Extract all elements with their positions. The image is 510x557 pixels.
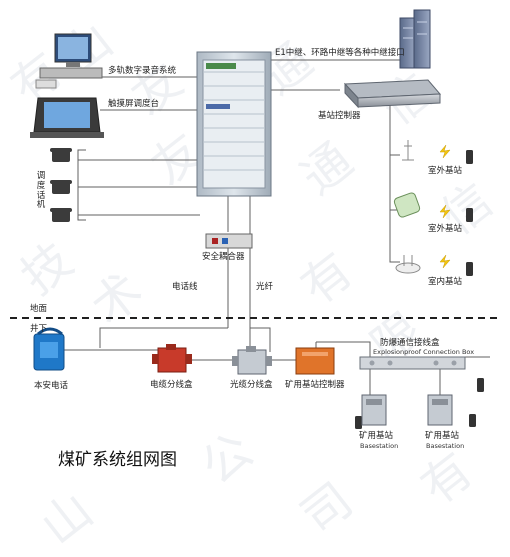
label-ground: 地面 (30, 304, 48, 314)
label-underground: 井下 (30, 324, 48, 334)
label-cable-line: 电话线 (172, 282, 198, 292)
safe-phone-device (33, 327, 65, 371)
label-dispatch-phone: 调度话机 (36, 171, 46, 211)
trunk-server-icon (399, 9, 431, 69)
label-mine-base-2-en: Basestation (426, 442, 465, 450)
label-fiber: 光纤 (256, 282, 274, 292)
signal-bolt-icons (439, 144, 451, 269)
label-cable-splitter: 电缆分线盒 (150, 380, 193, 390)
label-base-controller: 基站控制器 (318, 111, 361, 121)
label-safe-phone: 本安电话 (34, 381, 69, 391)
label-mine-base-1-en: Basestation (360, 442, 399, 450)
ground-base-stations (393, 140, 421, 274)
label-touch-console: 触摸屏调度台 (108, 99, 160, 109)
dispatch-cabinet (196, 51, 272, 197)
mine-base-controller-device (295, 347, 335, 375)
label-mine-base-1: 矿用基站 (359, 431, 394, 441)
diagram-canvas (10, 9, 500, 429)
explosion-box-device (359, 356, 466, 370)
diagram-title: 煤矿系统组网图 (58, 450, 177, 470)
label-explosion-box: 防爆通信接线盒 (380, 338, 440, 348)
label-mine-base-controller: 矿用基站控制器 (285, 380, 345, 390)
mine-base-station-devices (361, 394, 453, 426)
label-explosion-box-en: Explosionproof Connection Box (373, 348, 475, 356)
touch-console-device (30, 97, 104, 138)
fiber-splitter-device (232, 346, 272, 375)
mobile-phone-icons (355, 150, 484, 429)
label-indoor-base: 室内基站 (428, 277, 463, 287)
base-controller-device (343, 79, 442, 109)
coupler-device (205, 233, 253, 249)
dispatch-phone-icons (50, 148, 72, 222)
recording-system-pc (35, 33, 103, 89)
network-diagram: 有山友通信技术有限公司有山友通信 (1, 9, 503, 556)
label-coupler: 安全耦合器 (202, 252, 245, 262)
label-fiber-splitter: 光缆分线盒 (230, 380, 273, 390)
label-e1-interface: E1中继、环路中继等各种中继接口 (275, 48, 405, 58)
label-outdoor-base-2: 室外基站 (428, 224, 463, 234)
cable-splitter-device (152, 344, 192, 373)
label-mine-base-2: 矿用基站 (425, 431, 460, 441)
label-recording: 多轨数字录音系统 (108, 66, 177, 76)
connection-lines (60, 59, 490, 395)
label-outdoor-base-1: 室外基站 (428, 166, 463, 176)
